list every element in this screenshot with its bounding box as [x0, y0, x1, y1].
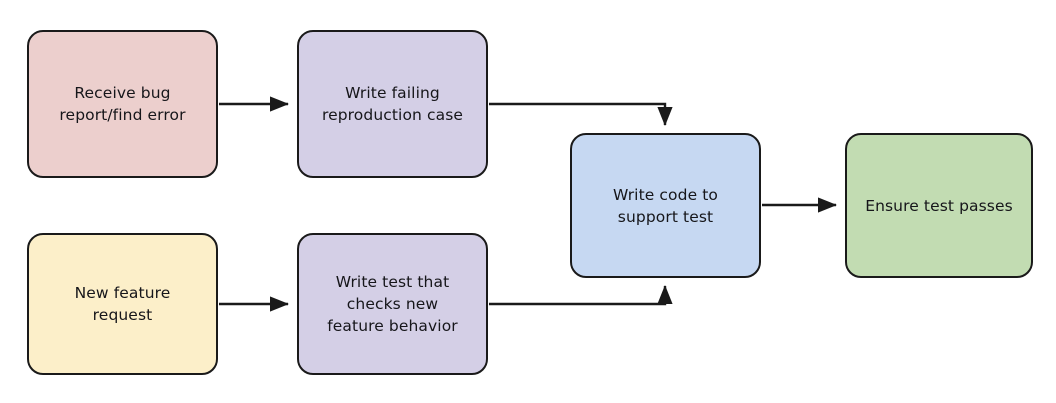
- node-write-test-checks-new-feature[interactable]: Write test that checks new feature behav…: [297, 233, 488, 375]
- node-label: Ensure test passes: [865, 196, 1013, 215]
- node-new-feature-request[interactable]: New feature request: [27, 233, 218, 375]
- node-label: Write test that checks new feature behav…: [327, 273, 458, 335]
- node-ensure-test-passes[interactable]: Ensure test passes: [845, 133, 1033, 278]
- node-label: Write code to support test: [612, 185, 719, 226]
- node-write-failing-reproduction-case[interactable]: Write failing reproduction case: [297, 30, 488, 178]
- node-label: New feature request: [74, 284, 171, 324]
- node-label: Receive bug report/find error: [59, 84, 186, 124]
- edge-write-failing-reproduction-case-to-write-code-to-support-test: [489, 102, 673, 126]
- node-receive-bug-report[interactable]: Receive bug report/find error: [27, 30, 218, 178]
- node-label: Write failing reproduction case: [321, 84, 464, 124]
- edge-write-test-checks-new-feature-to-write-code-to-support-test: [489, 285, 673, 306]
- node-write-code-to-support-test[interactable]: Write code to support test: [570, 133, 761, 278]
